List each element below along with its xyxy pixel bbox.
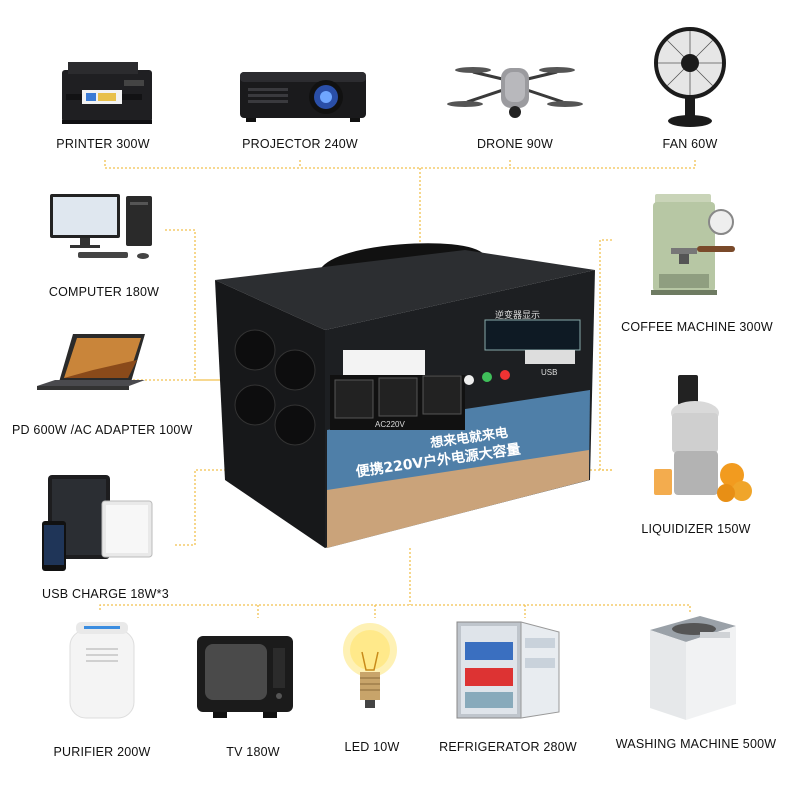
laptop-label: PD 600W /AC ADAPTER 100W [12, 423, 193, 437]
fan-label: FAN 60W [662, 137, 718, 151]
fan-image [650, 25, 730, 130]
led-bulb-image [340, 620, 400, 715]
coffee-label: COFFEE MACHINE 300W [621, 320, 773, 334]
tv-label: TV 180W [226, 745, 280, 759]
purifier-image [66, 618, 138, 720]
washer-label: WASHING MACHINE 500W [615, 737, 777, 751]
tv-image [195, 630, 295, 720]
projector-label: PROJECTOR 240W [242, 137, 358, 151]
fridge-label: REFRIGERATOR 280W [439, 740, 577, 754]
printer-image [58, 60, 158, 128]
drone-label: DRONE 90W [476, 137, 554, 151]
power-station: 逆变器显示 AC220V USB 想来电就来电 便携220V户外电源大容量 [215, 230, 600, 550]
drone-image [445, 52, 585, 128]
juicer-label: LIQUIDIZER 150W [641, 522, 751, 536]
juicer-image [650, 373, 755, 503]
computer-label: COMPUTER 180W [48, 285, 160, 299]
laptop-image [33, 330, 153, 400]
usb-devices-image [40, 473, 160, 578]
socket-label: AC220V [375, 420, 405, 429]
refrigerator-image [455, 618, 565, 723]
coffee-machine-image [645, 190, 745, 298]
usb-label: USB CHARGE 18W*3 [42, 587, 169, 601]
printer-label: PRINTER 300W [56, 137, 150, 151]
washing-machine-image [640, 612, 740, 724]
projector-image [238, 64, 368, 124]
display-caption: 逆变器显示 [495, 310, 541, 320]
purifier-label: PURIFIER 200W [53, 745, 151, 759]
computer-image [48, 190, 163, 265]
led-label: LED 10W [344, 740, 400, 754]
usb-port-label: USB [541, 368, 558, 377]
